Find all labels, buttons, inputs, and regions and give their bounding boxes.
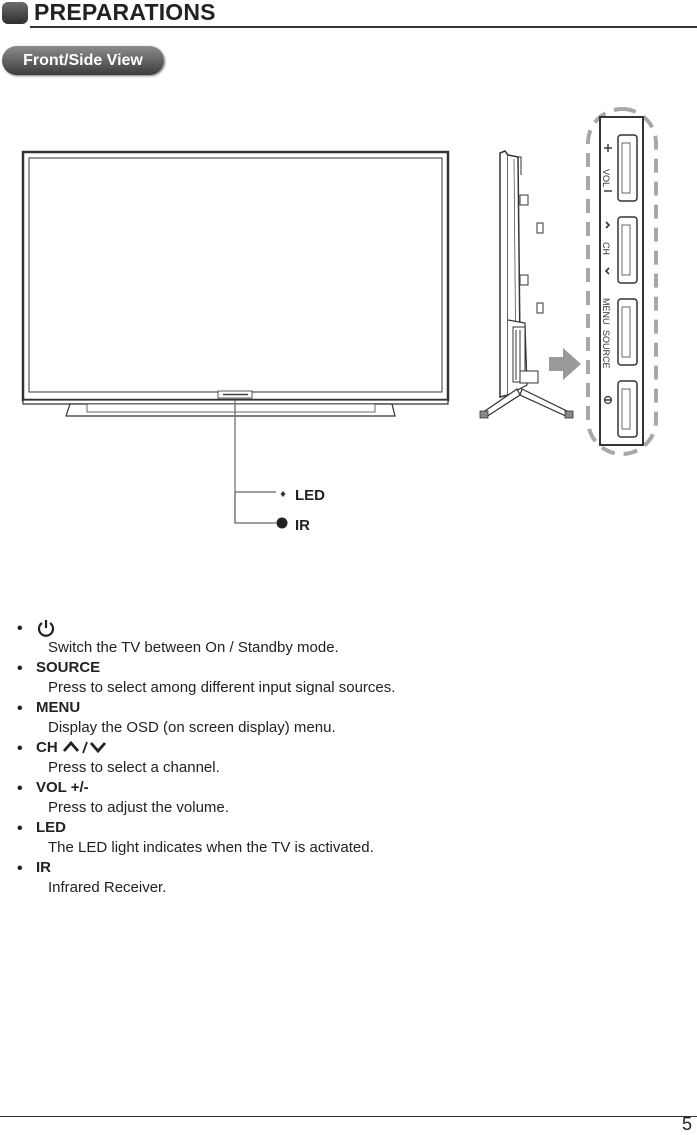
bullet: • — [17, 820, 23, 837]
footer-divider — [0, 1116, 697, 1117]
list-item-ch: • CH Press to select a channel. — [0, 738, 697, 778]
page-header: PREPARATIONS — [0, 0, 697, 30]
list-desc: Press to select a channel. — [48, 759, 220, 776]
panel-label-menu: MENU — [601, 298, 611, 325]
list-item-ir: • IR Infrared Receiver. — [0, 858, 697, 898]
list-desc: The LED light indicates when the TV is a… — [48, 839, 374, 856]
tv-diagram: VOL CH MENU SOURCE LED IR — [0, 95, 697, 555]
controls-list: • Switch the TV between On / Standby mod… — [0, 618, 697, 898]
callout-led: LED — [295, 487, 325, 504]
list-term: VOL +/- — [36, 779, 89, 796]
list-item-led: • LED The LED light indicates when the T… — [0, 818, 697, 858]
list-term-text: CH — [36, 739, 58, 756]
chevron-up-down-icon — [62, 740, 106, 754]
tv-side-view — [479, 150, 574, 419]
page-title: PREPARATIONS — [34, 0, 216, 25]
list-item-menu: • MENU Display the OSD (on screen displa… — [0, 698, 697, 738]
list-term — [36, 619, 56, 638]
side-control-panel: VOL CH MENU SOURCE — [586, 107, 658, 456]
tv-illustration: VOL CH MENU SOURCE — [21, 107, 658, 529]
panel-label-vol: VOL — [601, 169, 611, 187]
list-desc: Display the OSD (on screen display) menu… — [48, 719, 336, 736]
list-item-source: • SOURCE Press to select among different… — [0, 658, 697, 698]
list-term: SOURCE — [36, 659, 101, 676]
bullet: • — [17, 700, 23, 717]
list-desc: Press to adjust the volume. — [48, 799, 229, 816]
list-desc: Switch the TV between On / Standby mode. — [48, 639, 339, 656]
header-divider — [30, 26, 697, 28]
header-tab-marker — [2, 2, 28, 24]
panel-label-ch: CH — [601, 242, 611, 255]
arrow-right-icon — [549, 348, 581, 380]
bullet: • — [17, 660, 23, 677]
panel-label-source: SOURCE — [601, 330, 611, 369]
list-item-power: • Switch the TV between On / Standby mod… — [0, 618, 697, 658]
list-desc: Infrared Receiver. — [48, 879, 167, 896]
page-number: 5 — [681, 1114, 692, 1134]
list-term: IR — [36, 859, 51, 876]
bullet: • — [17, 780, 23, 797]
power-icon — [37, 620, 55, 637]
tv-front-view — [21, 150, 450, 529]
list-item-vol: • VOL +/- Press to adjust the volume. — [0, 778, 697, 818]
list-desc: Press to select among different input si… — [48, 679, 396, 696]
bullet: • — [17, 620, 23, 637]
bullet: • — [17, 860, 23, 877]
bullet: • — [17, 740, 23, 757]
callout-ir: IR — [295, 517, 310, 534]
section-label: Front/Side View — [2, 46, 164, 75]
list-term: MENU — [36, 699, 81, 716]
list-term: LED — [36, 819, 66, 836]
list-term: CH — [36, 739, 110, 756]
